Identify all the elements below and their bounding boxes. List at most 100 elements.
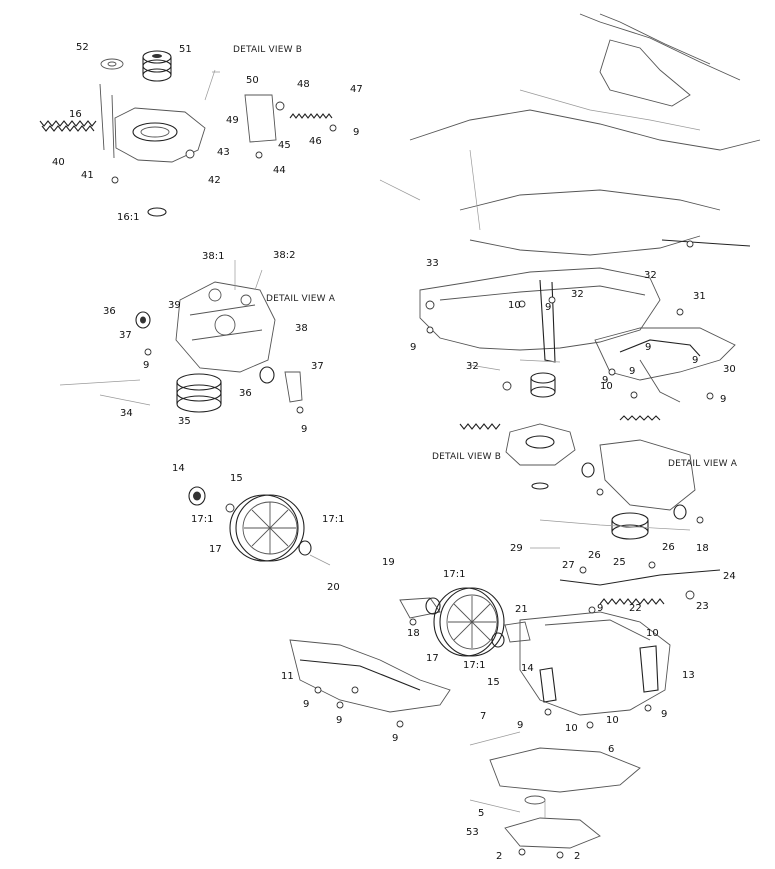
detail-view-a-label-left: DETAIL VIEW A xyxy=(266,294,336,304)
part-callout: 32 xyxy=(466,361,479,372)
part-callout: 9 xyxy=(692,355,699,366)
part-callout: 32 xyxy=(644,270,657,281)
detail-view-b-label-right: DETAIL VIEW B xyxy=(432,452,502,462)
part-callout: 9 xyxy=(629,366,636,377)
part-callout: 39 xyxy=(168,300,181,311)
part-callout: 50 xyxy=(246,75,259,86)
part-callout: 17:1 xyxy=(191,514,214,525)
part-callout: 24 xyxy=(723,571,736,582)
part-callout: 9 xyxy=(602,375,609,386)
part-callout: 23 xyxy=(696,601,709,612)
part-callout: 18 xyxy=(407,628,420,639)
part-callout: 17:1 xyxy=(322,514,345,525)
part-callout: 46 xyxy=(309,136,322,147)
part-callout: 51 xyxy=(179,44,192,55)
part-callout: 38 xyxy=(295,323,308,334)
part-callout: 36 xyxy=(239,388,252,399)
center-pulley-and-transmission xyxy=(459,372,704,549)
part-callout: 9 xyxy=(645,342,652,353)
part-callout: 17:1 xyxy=(463,660,486,671)
part-callout: 11 xyxy=(281,671,294,682)
part-callout: 9 xyxy=(597,603,604,614)
part-callout: 2 xyxy=(574,851,581,862)
part-callout: 16:1 xyxy=(117,212,140,223)
part-callout: 41 xyxy=(81,170,94,181)
gear-lever-assembly-30 xyxy=(594,308,736,403)
part-callout: 25 xyxy=(613,557,626,568)
part-callout: 9 xyxy=(353,127,360,138)
detail-view-b-top-assembly xyxy=(39,50,337,217)
deck-13 xyxy=(519,611,671,729)
part-callout: 5 xyxy=(478,808,485,819)
part-callout: 42 xyxy=(208,175,221,186)
part-callout: 19 xyxy=(382,557,395,568)
part-callout: 33 xyxy=(426,258,439,269)
part-callout: 49 xyxy=(226,115,239,126)
part-callout: 14 xyxy=(172,463,185,474)
part-callout: 29 xyxy=(510,543,523,554)
part-callout: 6 xyxy=(608,744,615,755)
part-callout: 36 xyxy=(103,306,116,317)
part-callout: 2 xyxy=(496,851,503,862)
part-callout: 31 xyxy=(693,291,706,302)
part-callout: 35 xyxy=(178,416,191,427)
front-wheel-17 xyxy=(399,587,531,657)
part-callout: 9 xyxy=(336,715,343,726)
part-callout: 10 xyxy=(606,715,619,726)
part-callout: 15 xyxy=(487,677,500,688)
part-callout: 10 xyxy=(600,381,613,392)
part-callout: 53 xyxy=(466,827,479,838)
part-callout: 26 xyxy=(588,550,601,561)
part-callout: 45 xyxy=(278,140,291,151)
part-callout: 9 xyxy=(392,733,399,744)
blade-and-lower-parts xyxy=(469,731,641,859)
part-callout: 9 xyxy=(143,360,150,371)
part-callout: 9 xyxy=(410,342,417,353)
front-axle-bracket-11 xyxy=(289,639,451,728)
part-callout: 30 xyxy=(723,364,736,375)
part-callout: 10 xyxy=(646,628,659,639)
part-callout: 47 xyxy=(350,84,363,95)
part-callout: 27 xyxy=(562,560,575,571)
part-callout: 38:2 xyxy=(273,250,296,261)
part-callout: 17 xyxy=(209,544,222,555)
part-callout: 9 xyxy=(661,709,668,720)
part-callout: 7 xyxy=(480,711,487,722)
part-callout: 15 xyxy=(230,473,243,484)
part-callout: 16 xyxy=(69,109,82,120)
part-callout: 22 xyxy=(629,603,642,614)
upper-handle-frame xyxy=(379,13,761,256)
part-callout: 10 xyxy=(508,300,521,311)
part-callout: 18 xyxy=(696,543,709,554)
detail-view-a-label-right: DETAIL VIEW A xyxy=(668,459,738,469)
part-callout: 9 xyxy=(303,699,310,710)
rear-wheel-left-17 xyxy=(188,486,331,566)
part-callout: 43 xyxy=(217,147,230,158)
detail-view-b-label-top: DETAIL VIEW B xyxy=(233,45,303,55)
part-callout: 48 xyxy=(297,79,310,90)
rear-axle-24 xyxy=(559,561,721,614)
part-callout: 9 xyxy=(517,720,524,731)
mower-body-housing xyxy=(419,267,661,371)
part-callout: 52 xyxy=(76,42,89,53)
part-callout: 20 xyxy=(327,582,340,593)
part-callout: 13 xyxy=(682,670,695,681)
part-callout: 34 xyxy=(120,408,133,419)
part-callout: 37 xyxy=(311,361,324,372)
part-callout: 9 xyxy=(720,394,727,405)
part-callout: 10 xyxy=(565,723,578,734)
part-callout: 17:1 xyxy=(443,569,466,580)
part-callout: 14 xyxy=(521,663,534,674)
detail-view-a-left-assembly xyxy=(59,260,304,414)
part-callout: 9 xyxy=(545,302,552,313)
part-callout: 17 xyxy=(426,653,439,664)
part-callout: 44 xyxy=(273,165,286,176)
part-callout: 38:1 xyxy=(202,251,225,262)
part-callout: 26 xyxy=(662,542,675,553)
part-callout: 37 xyxy=(119,330,132,341)
part-callout: 9 xyxy=(301,424,308,435)
part-callout: 32 xyxy=(571,289,584,300)
part-callout: 40 xyxy=(52,157,65,168)
part-callout: 21 xyxy=(515,604,528,615)
